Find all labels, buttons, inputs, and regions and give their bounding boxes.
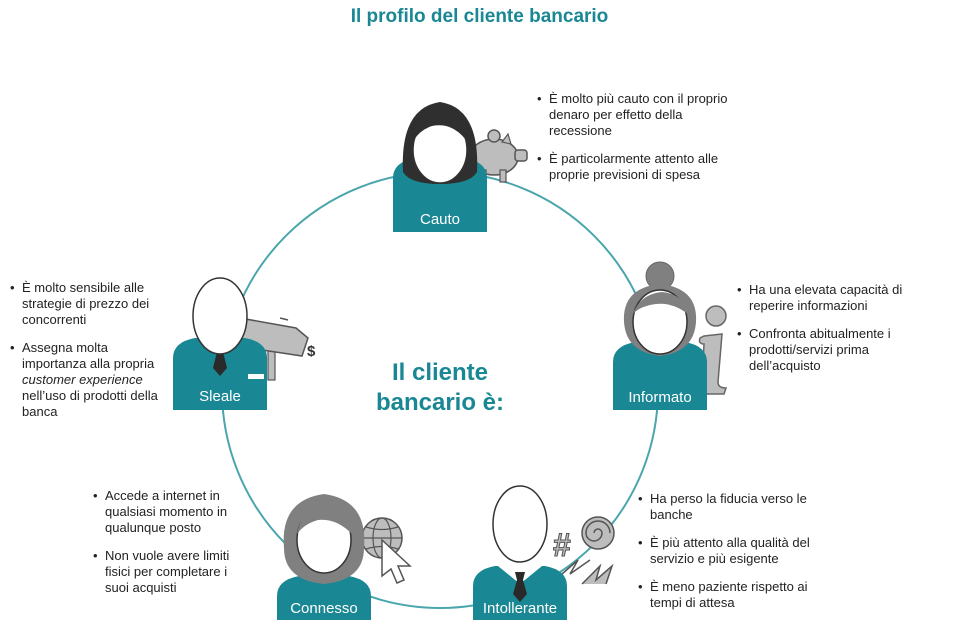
bullet-item: È molto più cauto con il proprio denaro … [537, 91, 737, 139]
bullets-cauto: È molto più cauto con il proprio denaro … [537, 91, 737, 195]
bullet-text-pre: Assegna molta importanza alla propria [22, 340, 155, 371]
persona-informato [613, 261, 728, 410]
diagram-title: Il profilo del cliente bancario [350, 6, 609, 27]
persona-label-intollerante: Intollerante [482, 600, 558, 617]
bullet-item: Ha una elevata capacità di reperire info… [737, 282, 907, 314]
center-label-line1: Il cliente [391, 359, 489, 386]
center-label: Il cliente bancario è: [350, 358, 530, 418]
bullet-item: Assegna molta importanza alla propria cu… [10, 340, 168, 420]
bullet-item: È particolarmente attento alle proprie p… [537, 151, 737, 183]
bullets-informato: Ha una elevata capacità di reperire info… [737, 282, 907, 386]
svg-text:#: # [553, 527, 571, 563]
persona-sleale: $ [173, 277, 316, 410]
bullet-text-emphasis: customer experience [22, 372, 143, 387]
bullets-connesso: Accede a internet in qualsiasi momento i… [93, 488, 253, 608]
bullet-item: Ha perso la fiducia verso le banche [638, 491, 828, 523]
persona-label-informato: Informato [628, 389, 692, 406]
bullet-item: È meno paziente rispetto ai tempi di att… [638, 579, 828, 611]
persona-label-connesso: Connesso [290, 600, 358, 617]
persona-label-cauto: Cauto [419, 211, 461, 228]
bullet-item: Confronta abitualmente i prodotti/serviz… [737, 326, 907, 374]
bullet-item: Non vuole avere limiti fisici per comple… [93, 548, 253, 596]
persona-cauto [393, 102, 528, 232]
bullet-item: È molto sensibile alle strategie di prez… [10, 280, 168, 328]
bullets-sleale: È molto sensibile alle strategie di prez… [10, 280, 168, 432]
persona-intollerante: # [473, 485, 615, 620]
center-label-line2: bancario è: [375, 389, 505, 416]
globe-cursor-icon [361, 517, 412, 584]
persona-connesso [277, 494, 412, 620]
bullet-item: È più attento alla qualità del servizio … [638, 535, 828, 567]
bullet-item: Accede a internet in qualsiasi momento i… [93, 488, 253, 536]
persona-label-sleale: Sleale [199, 388, 241, 405]
frustration-symbols-icon: # [553, 516, 615, 585]
svg-text:$: $ [307, 343, 316, 360]
bullets-intollerante: Ha perso la fiducia verso le banche È pi… [638, 491, 828, 623]
bullet-text-post: nell’uso di prodotti della banca [22, 388, 158, 419]
